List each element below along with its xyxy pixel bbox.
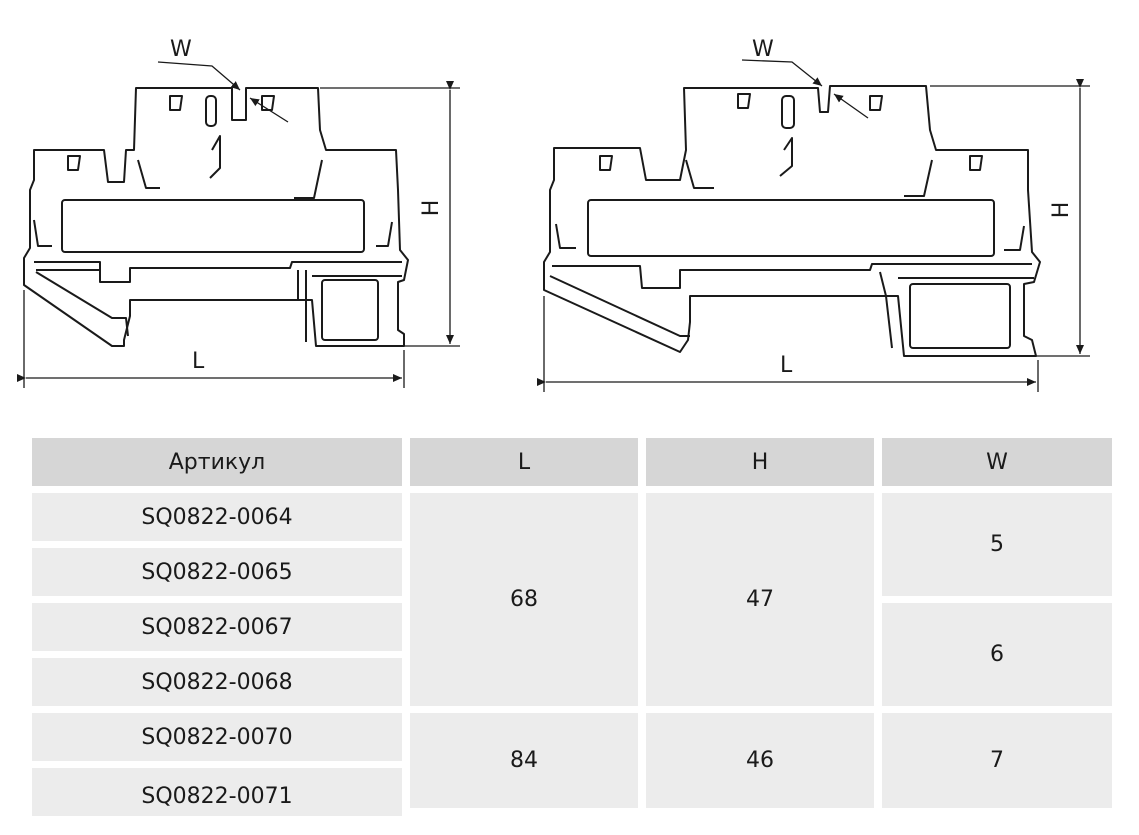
technical-drawings: W H L W H L xyxy=(17,37,1090,392)
left-l-label: L xyxy=(192,349,205,374)
article-cell: SQ0822-0067 xyxy=(32,603,402,651)
right-dimensions xyxy=(537,59,1090,392)
right-terminal-window xyxy=(587,199,995,257)
group2-h-cell: 46 xyxy=(646,713,874,808)
right-w-label: W xyxy=(752,37,774,62)
right-terminal-drawing xyxy=(543,85,1041,357)
group1-l-cell: 68 xyxy=(410,493,638,706)
group1-h-cell: 47 xyxy=(646,493,874,706)
article-cell: SQ0822-0068 xyxy=(32,658,402,706)
header-h: H xyxy=(646,438,874,486)
left-h-label: H xyxy=(419,200,444,217)
group2-l-cell: 84 xyxy=(410,713,638,808)
article-cell: SQ0822-0065 xyxy=(32,548,402,596)
right-terminal-outline xyxy=(543,85,1041,357)
article-cell: SQ0822-0064 xyxy=(32,493,402,541)
header-l: L xyxy=(410,438,638,486)
left-dimensions xyxy=(17,61,460,388)
header-w: W xyxy=(882,438,1112,486)
article-cell: SQ0822-0070 xyxy=(32,713,402,761)
right-h-label: H xyxy=(1049,202,1074,219)
left-terminal-outline xyxy=(23,87,409,347)
header-article: Артикул xyxy=(32,438,402,486)
left-terminal-drawing xyxy=(23,87,409,347)
left-w-label: W xyxy=(170,37,192,62)
group2-w-cell: 7 xyxy=(882,713,1112,808)
group1-w-cell-a: 5 xyxy=(882,493,1112,596)
right-l-label: L xyxy=(780,353,793,378)
left-terminal-window xyxy=(61,199,365,253)
article-cell: SQ0822-0071 xyxy=(32,768,402,816)
group1-w-cell-b: 6 xyxy=(882,603,1112,706)
